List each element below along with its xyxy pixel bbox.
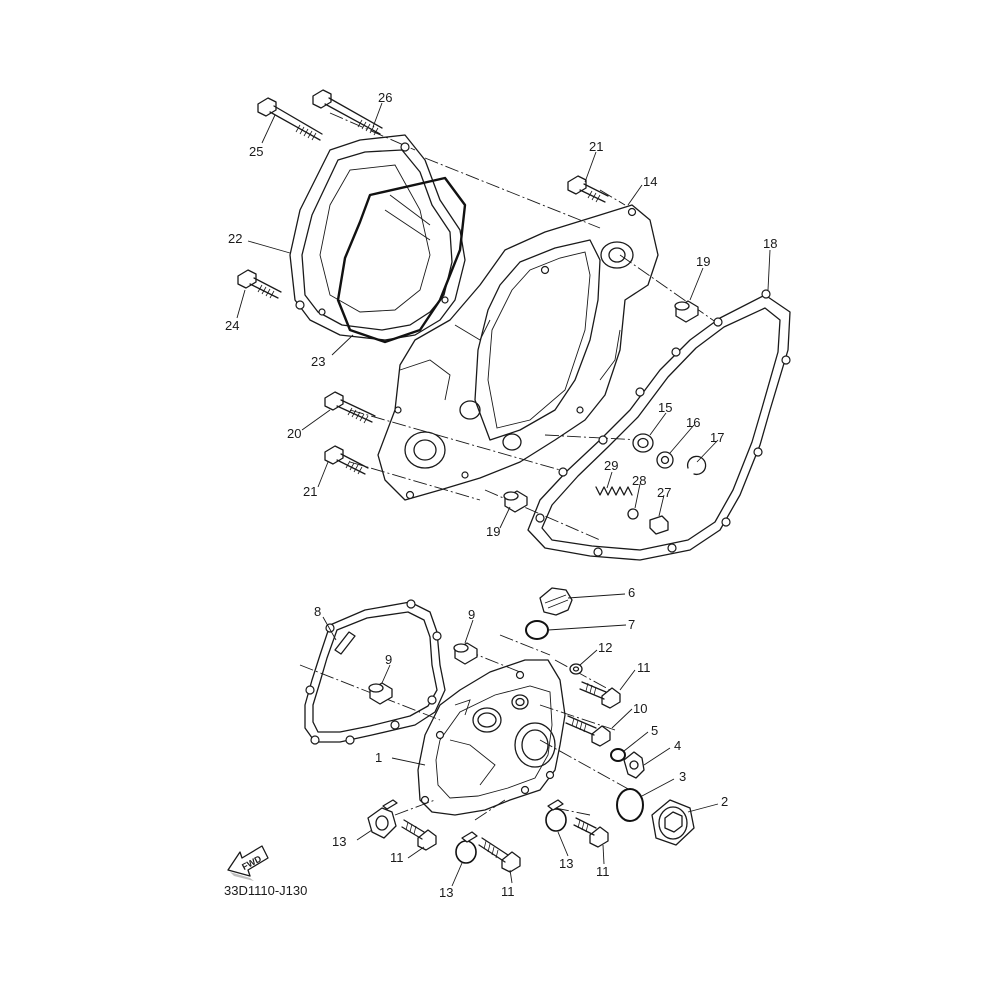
callout-11-right: 11 <box>596 864 610 879</box>
callout-2: 2 <box>721 794 728 809</box>
callout-23: 23 <box>311 354 325 369</box>
callout-29: 29 <box>604 458 618 473</box>
part-22-clutch-cover <box>289 134 466 341</box>
part-6-cap <box>539 587 573 616</box>
part-9-dowel-lower <box>368 682 393 705</box>
callout-14: 14 <box>643 174 657 189</box>
part-1-cover <box>417 659 566 816</box>
part-25-bolt <box>257 97 323 141</box>
part-13-clamp-left <box>367 799 398 839</box>
callout-21-lower: 21 <box>303 484 317 499</box>
callout-21: 21 <box>589 139 603 154</box>
part-19-dowel-lower <box>503 490 528 513</box>
callout-22: 22 <box>228 231 242 246</box>
callout-6: 6 <box>628 585 635 600</box>
callout-12: 12 <box>598 640 612 655</box>
part-24-bolt <box>237 269 282 299</box>
callout-16: 16 <box>686 415 700 430</box>
callout-19: 19 <box>696 254 710 269</box>
leader-lines <box>236 102 771 887</box>
part-10-bolt <box>565 715 611 747</box>
part-8-gasket <box>304 599 446 745</box>
callout-13: 13 <box>332 834 346 849</box>
part-21-bolt-lower <box>324 445 369 475</box>
callout-18: 18 <box>763 236 777 251</box>
callout-4: 4 <box>674 738 681 753</box>
callout-13-right: 13 <box>559 856 573 871</box>
part-20-bolt <box>324 391 376 424</box>
part-17-circlip <box>686 455 707 476</box>
part-7-o-ring <box>525 620 549 640</box>
part-12-washer <box>569 663 583 675</box>
callout-9-lower: 9 <box>385 652 392 667</box>
callout-7: 7 <box>628 617 635 632</box>
part-11-bolt-bottom <box>478 837 521 873</box>
part-28-ball <box>627 508 639 520</box>
part-18-gasket <box>527 289 791 561</box>
callout-20: 20 <box>287 426 301 441</box>
part-3-o-ring <box>616 788 644 822</box>
diagram-code: 33D1110-J130 <box>224 883 307 898</box>
callout-13-middle: 13 <box>439 885 453 900</box>
callout-28: 28 <box>632 473 646 488</box>
part-11-bolt-left <box>401 819 437 851</box>
part-27-plug <box>649 515 669 535</box>
callout-3: 3 <box>679 769 686 784</box>
part-15-bearing <box>632 433 654 453</box>
callout-19-lower: 19 <box>486 524 500 539</box>
callout-11: 11 <box>637 660 651 675</box>
part-2-plug <box>651 799 695 846</box>
part-26-bolt <box>312 89 383 136</box>
part-13-clamp-right <box>545 799 567 832</box>
callout-numbers: 26 25 21 14 18 22 19 24 23 20 15 16 17 2… <box>225 90 777 900</box>
callout-11-bottom: 11 <box>501 884 515 899</box>
part-4-plug <box>623 751 645 779</box>
callout-25: 25 <box>249 144 263 159</box>
callout-8: 8 <box>314 604 321 619</box>
part-13-clamp-middle <box>455 831 478 864</box>
part-11-bolt-right-upper <box>579 681 621 709</box>
callout-17: 17 <box>710 430 724 445</box>
part-16-washer <box>656 451 674 469</box>
callout-9: 9 <box>468 607 475 622</box>
callout-24: 24 <box>225 318 239 333</box>
part-21-bolt-top <box>567 175 609 203</box>
callout-11-left: 11 <box>390 850 404 865</box>
callout-15: 15 <box>658 400 672 415</box>
callout-5: 5 <box>651 723 658 738</box>
part-19-dowel-upper <box>674 300 699 323</box>
part-23-cover-gasket <box>336 176 467 344</box>
part-29-spring <box>595 486 633 496</box>
callout-1: 1 <box>375 750 382 765</box>
part-11-bolt-right-lower <box>573 817 609 848</box>
part-5-o-ring <box>610 748 626 762</box>
fwd-arrow: FWD <box>227 845 269 881</box>
callout-26: 26 <box>378 90 392 105</box>
callout-10: 10 <box>633 701 647 716</box>
part-14-crankcase-cover <box>377 204 659 501</box>
part-9-dowel-upper <box>453 642 478 665</box>
callout-27: 27 <box>657 485 671 500</box>
